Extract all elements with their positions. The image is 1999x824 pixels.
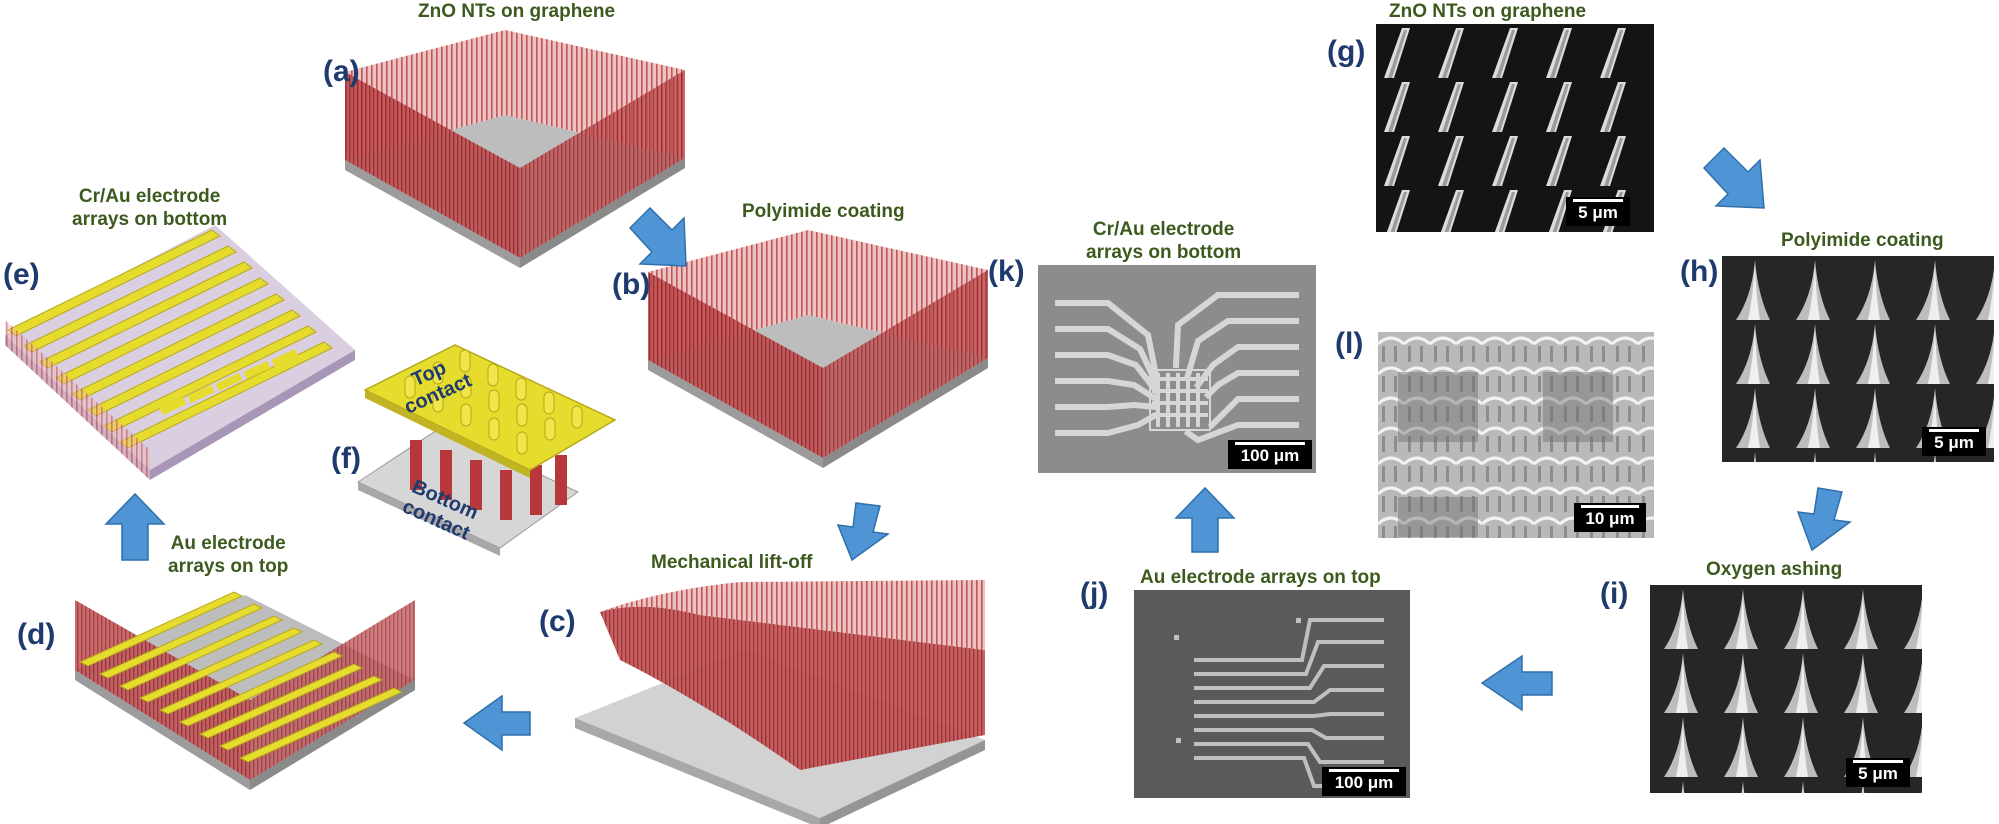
caption-g: ZnO NTs on graphene: [1389, 1, 1587, 22]
panel-label-i: (i): [1600, 577, 1629, 610]
scale-bar-h: 5 μm: [1922, 427, 1986, 456]
caption-j: Au electrode arrays on top: [1140, 567, 1381, 588]
arrow-d-to-e-icon: [104, 492, 166, 561]
arrow-h-to-i-icon: [1796, 487, 1852, 552]
arrow-b-to-c-icon: [836, 502, 890, 562]
arrow-a-to-b-icon: [628, 206, 687, 267]
arrow-c-to-d-icon: [462, 694, 531, 752]
panel-label-b: (b): [612, 268, 651, 301]
caption-a: ZnO NTs on graphene: [418, 1, 616, 22]
caption-d: Au electrode arrays on top: [168, 533, 289, 577]
diagram-d-au-electrodes-on-top: [75, 591, 415, 790]
panel-label-h: (h): [1680, 255, 1719, 288]
diagram-c-mechanical-lift-off: [575, 580, 985, 824]
process-arrows: [104, 146, 1852, 752]
scale-bar-g: 5 μm: [1566, 197, 1630, 226]
panel-label-c: (c): [539, 605, 576, 638]
panel-label-f: (f): [331, 442, 361, 475]
panel-label-g: (g): [1327, 35, 1366, 68]
panel-label-e: (e): [3, 258, 40, 291]
panel-label-l: (l): [1335, 327, 1364, 360]
panel-label-a: (a): [323, 55, 360, 88]
caption-h: Polyimide coating: [1781, 230, 1944, 251]
arrow-i-to-j-icon: [1480, 654, 1553, 712]
sem-image-l: 10 μm: [1378, 332, 1654, 538]
electrode-pattern-k: [1055, 292, 1299, 444]
caption-e: Cr/Au electrode arrays on bottom: [72, 186, 228, 230]
scale-bar-l: 10 μm: [1574, 503, 1646, 532]
panel-label-d: (d): [17, 618, 56, 651]
sem-image-g: 5 μm: [1376, 24, 1654, 232]
caption-c: Mechanical lift-off: [651, 552, 813, 573]
sem-image-i: 5 μm: [1650, 585, 1922, 793]
panel-label-k: (k): [988, 255, 1025, 288]
scale-bar-k: 100 μm: [1228, 440, 1312, 469]
caption-k: Cr/Au electrode arrays on bottom: [1086, 219, 1242, 263]
diagram-b-polyimide-coating: [648, 230, 988, 468]
diagram-e-cr-au-electrodes-on-bottom: [5, 225, 355, 480]
sem-image-h: 5 μm: [1722, 256, 1994, 462]
panel-label-j: (j): [1080, 577, 1109, 610]
scale-bar-i: 5 μm: [1846, 758, 1910, 787]
sem-image-j: 100 μm: [1134, 590, 1410, 798]
arrow-j-to-k-icon: [1174, 486, 1236, 553]
caption-b: Polyimide coating: [742, 201, 905, 222]
caption-i: Oxygen ashing: [1706, 559, 1843, 580]
electrode-pattern-j: [1174, 618, 1384, 788]
diagram-a-nanotubes-on-graphene: [345, 30, 685, 268]
sem-image-k: 100 μm: [1038, 265, 1316, 473]
diagram-f-device: [356, 344, 617, 556]
scale-bar-j: 100 μm: [1322, 767, 1406, 796]
arrow-g-to-h-icon: [1702, 146, 1765, 209]
